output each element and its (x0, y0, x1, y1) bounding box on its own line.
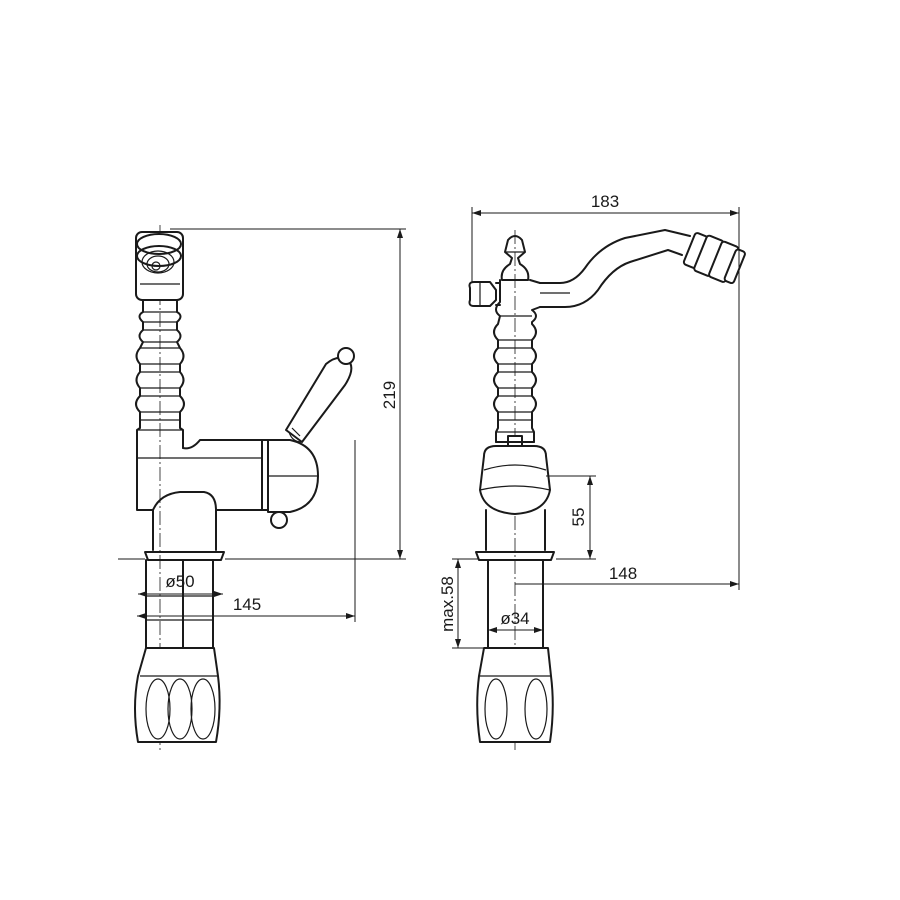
front-column (135, 299, 185, 449)
dim-base-height-label: 55 (569, 508, 588, 527)
dimension-lines (118, 207, 740, 649)
side-view (468, 229, 746, 752)
dim-projection-label: 148 (609, 564, 637, 583)
front-body (136, 347, 355, 529)
side-spout (539, 229, 746, 308)
dim-width-label: 183 (591, 192, 619, 211)
dim-front-diameter-label: ø50 (165, 572, 194, 591)
front-spout-cap (135, 231, 184, 301)
side-fixing-nut (476, 647, 554, 743)
front-base (144, 509, 225, 649)
front-view (134, 225, 355, 752)
side-base (475, 551, 555, 649)
dim-max-thickness-label: max.58 (438, 576, 457, 632)
dim-shank-diameter-label: ø34 (500, 609, 529, 628)
side-finial (468, 235, 530, 307)
dim-front-projection-label: 145 (233, 595, 261, 614)
dim-height-label: 219 (380, 381, 399, 409)
front-fixing-nut (134, 647, 221, 743)
dimension-labels: 219 183 148 55 ø50 145 ø34 max.58 (165, 192, 637, 632)
side-body (479, 441, 551, 551)
